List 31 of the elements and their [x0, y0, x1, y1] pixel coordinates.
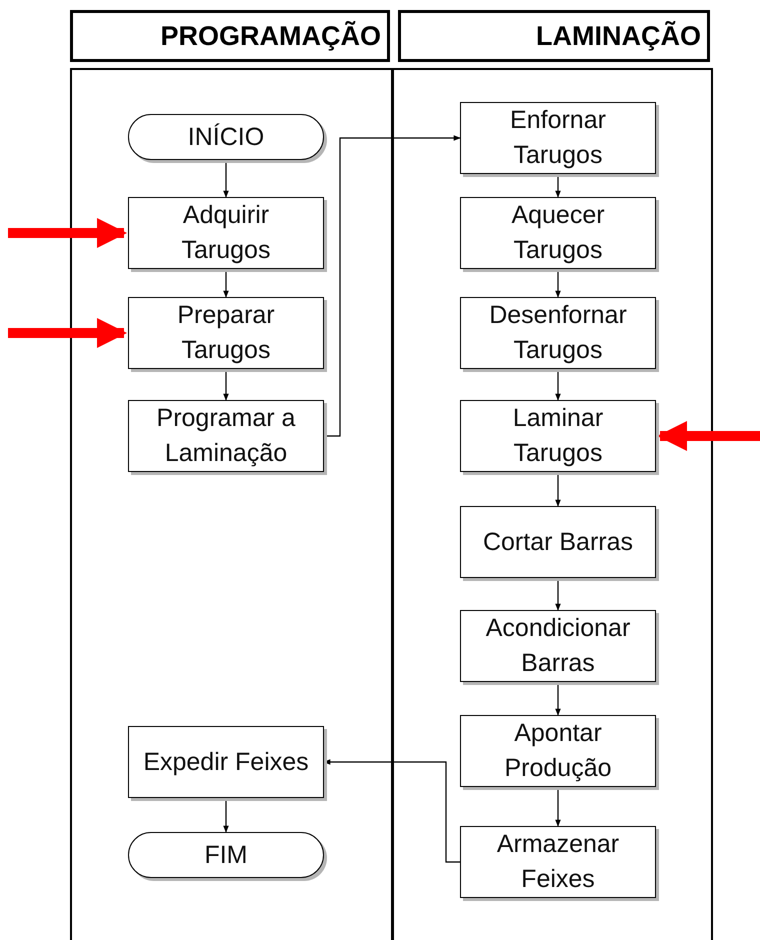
process-box: Expedir Feixes [128, 726, 324, 798]
process-box: Desenfornar Tarugos [460, 297, 656, 369]
terminal-box: INÍCIO [128, 114, 324, 160]
process-box: Preparar Tarugos [128, 297, 324, 369]
arrow [555, 682, 561, 716]
arrow [223, 369, 229, 401]
process-box: Acondicionar Barras [460, 610, 656, 682]
lane-header: LAMINAÇÃO [398, 10, 710, 62]
process-box: Adquirir Tarugos [128, 197, 324, 269]
process-box: Apontar Produção [460, 715, 656, 787]
arrow [324, 135, 461, 437]
arrow [223, 798, 229, 833]
arrow [223, 269, 229, 298]
process-box: Laminar Tarugos [460, 400, 656, 472]
process-box: Cortar Barras [460, 506, 656, 578]
arrow [223, 160, 229, 198]
process-box: Aquecer Tarugos [460, 197, 656, 269]
arrow [555, 369, 561, 401]
arrow [555, 472, 561, 507]
process-box: Enfornar Tarugos [460, 102, 656, 174]
lane-header: PROGRAMAÇÃO [70, 10, 390, 62]
pointer-arrow [657, 421, 760, 451]
pointer-arrow [8, 318, 127, 348]
arrow [555, 578, 561, 611]
process-box: Armazenar Feixes [460, 826, 656, 898]
process-box: Programar a Laminação [128, 400, 324, 472]
terminal-box: FIM [128, 832, 324, 878]
arrow [555, 787, 561, 827]
arrow [555, 174, 561, 198]
pointer-arrow [8, 218, 127, 248]
arrow [555, 269, 561, 298]
